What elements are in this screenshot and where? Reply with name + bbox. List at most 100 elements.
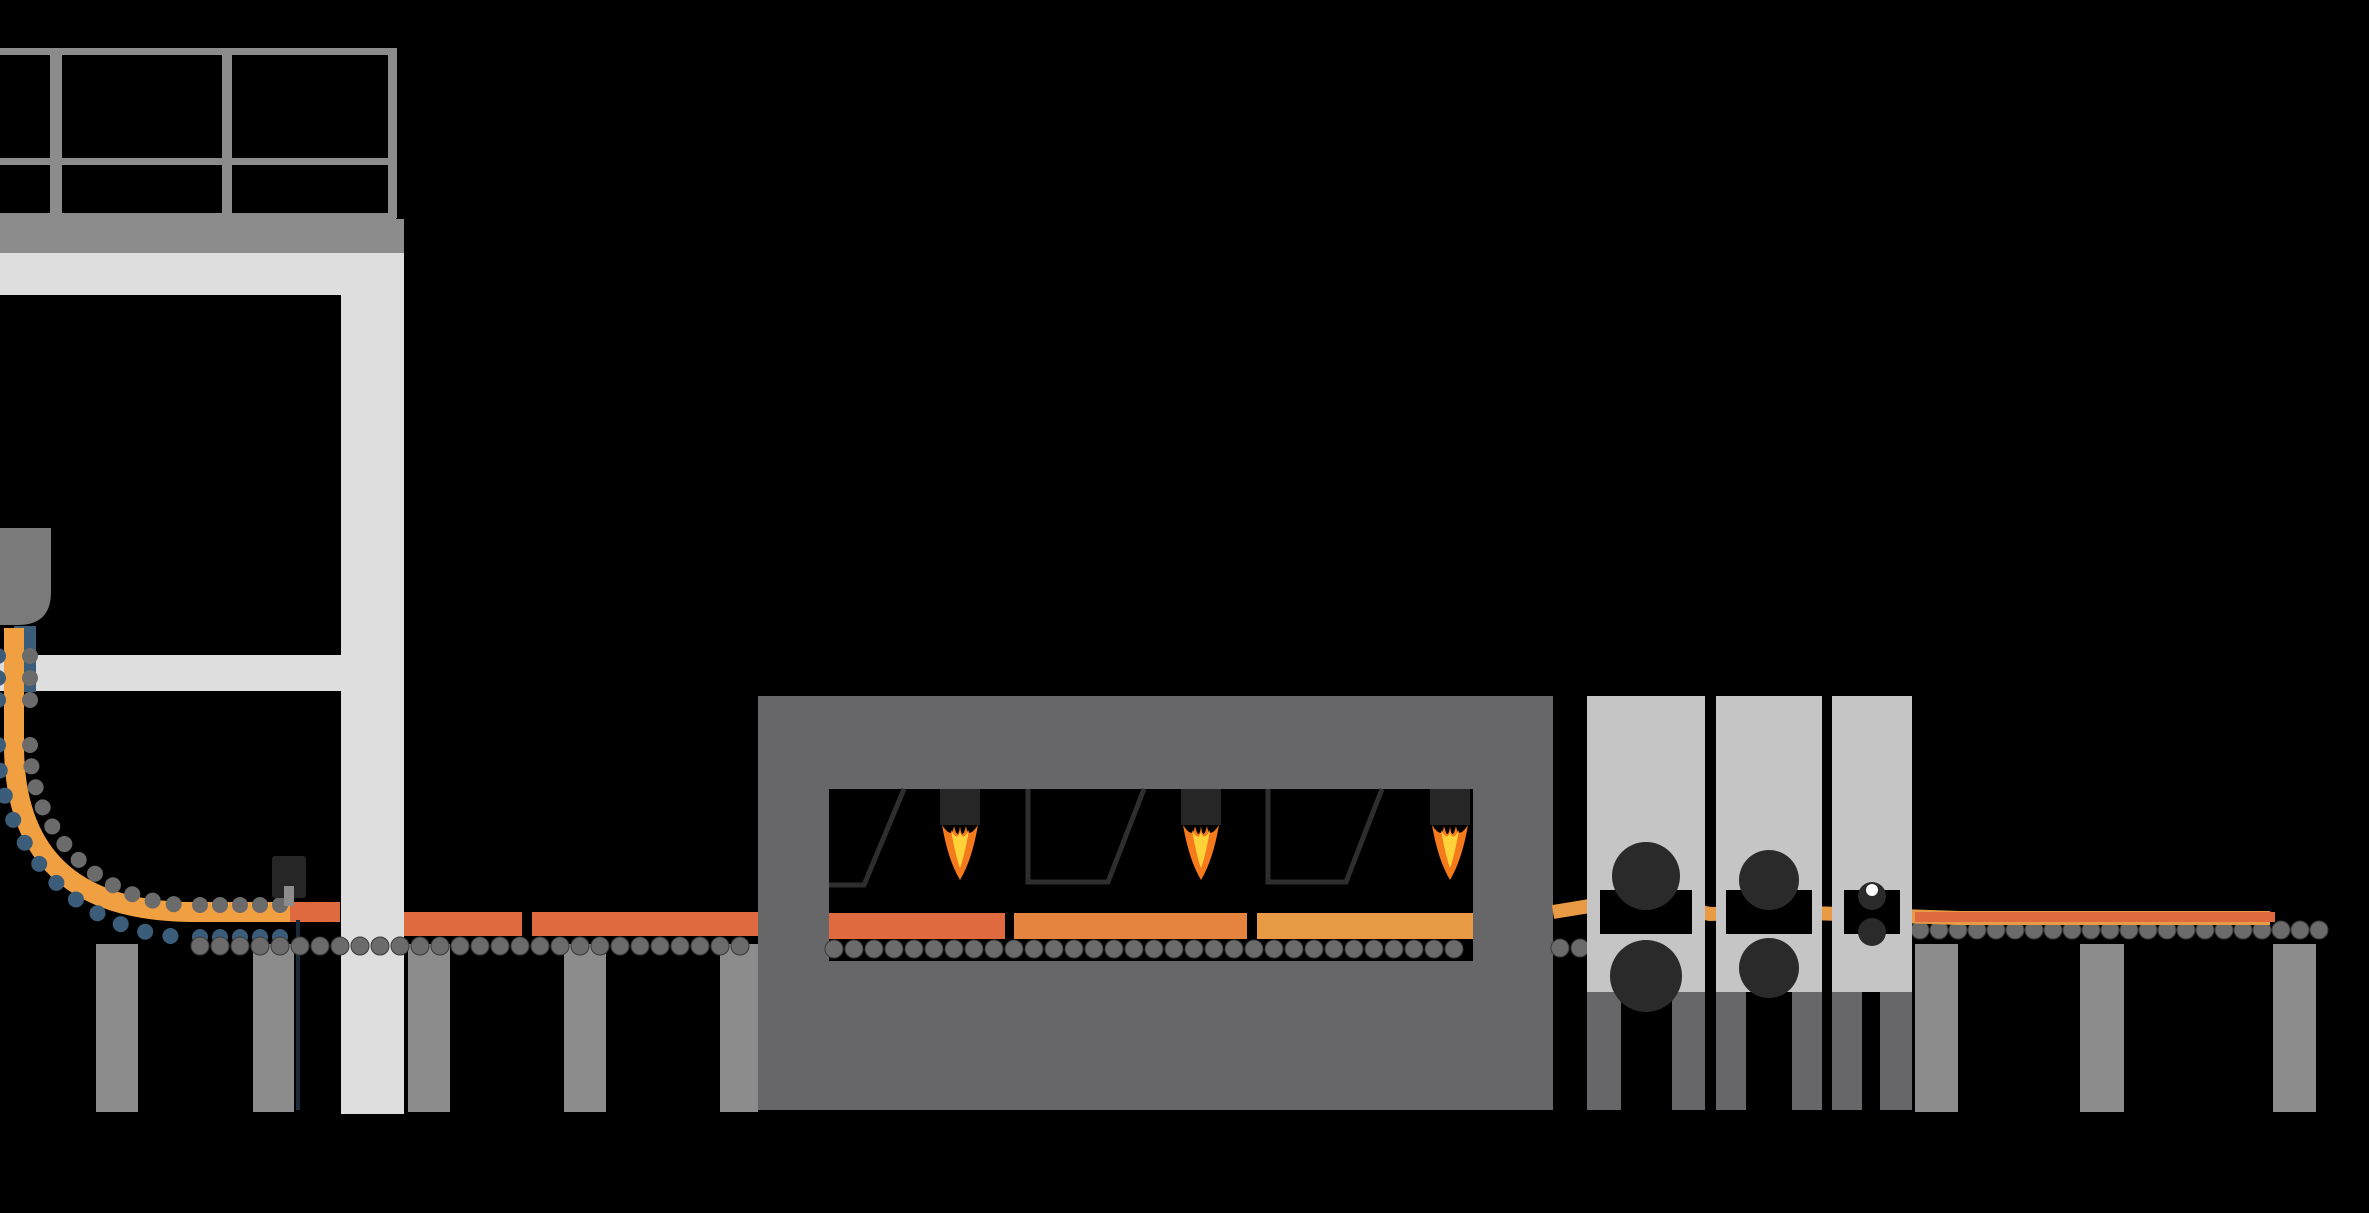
slab-3 [532, 912, 758, 936]
slab-2 [404, 912, 522, 936]
guide-roller-icon [56, 836, 73, 853]
guide-roller-icon [144, 892, 161, 909]
ladle-icon [0, 528, 51, 625]
torch-cutter-icon [272, 856, 306, 1110]
roller-icon [844, 939, 864, 959]
guide-roller-icon [0, 787, 13, 804]
roller-icon [1244, 939, 1264, 959]
burner-icon [940, 789, 980, 825]
roller-icon [350, 936, 370, 956]
roller-icon [650, 936, 670, 956]
tower-beam [0, 655, 404, 691]
guide-roller-icon [22, 692, 38, 708]
guide-roller-icon [0, 692, 6, 708]
table-legs [96, 944, 2316, 1112]
strand-curve [4, 628, 290, 922]
roller-icon [1324, 939, 1344, 959]
guide-roller-icon [192, 897, 208, 913]
roller-icon [270, 936, 290, 956]
roller-icon [1550, 938, 1570, 958]
guide-roller-icon [31, 855, 48, 872]
roller-icon [1424, 939, 1444, 959]
roller-icon [630, 936, 650, 956]
roller-icon [450, 936, 470, 956]
guide-roller-icon [70, 851, 87, 868]
roller-icon [410, 936, 430, 956]
roller-icon [1184, 939, 1204, 959]
roller-icon [430, 936, 450, 956]
stand-2 [1716, 696, 1822, 1110]
guide-roller-icon [23, 758, 40, 775]
roller-icon [1164, 939, 1184, 959]
work-roll-top-icon [1612, 842, 1680, 910]
roller-icon [1044, 939, 1064, 959]
roller-icon [1344, 939, 1364, 959]
work-roll-bottom-icon [1858, 918, 1886, 946]
guide-roller-icon [22, 737, 38, 753]
guide-roller-icon [232, 897, 248, 913]
guide-roller-icon [89, 905, 106, 922]
roller-icon [550, 936, 570, 956]
tower-frame-top [0, 253, 404, 295]
table-leg [96, 944, 138, 1112]
roller-icon [2271, 920, 2291, 940]
cast-strand [0, 628, 340, 1110]
roller-icon [1384, 939, 1404, 959]
caster-tower [0, 48, 404, 1114]
guard-rail [0, 48, 397, 219]
roller-icon [690, 936, 710, 956]
reheating-furnace [758, 696, 1553, 1110]
guide-roller-icon [212, 897, 228, 913]
roller-icon [1264, 939, 1284, 959]
roller-icon [824, 939, 844, 959]
guide-roller-icon [5, 811, 22, 828]
roller-icon [864, 939, 884, 959]
roller-icon [210, 936, 230, 956]
roller-icon [490, 936, 510, 956]
guide-roller-icon [0, 762, 8, 779]
slab-1 [290, 902, 340, 922]
roller-icon [1004, 939, 1024, 959]
guide-roller-icon [165, 896, 182, 913]
roller-icon [904, 939, 924, 959]
table-leg [408, 944, 450, 1112]
transfer-slabs [404, 912, 758, 936]
roller-icon [230, 936, 250, 956]
table-leg [2080, 944, 2124, 1112]
guide-roller-icon [22, 670, 38, 686]
roller-icon [190, 936, 210, 956]
roller-icon [310, 936, 330, 956]
roller-icon [470, 936, 490, 956]
roller-icon [1024, 939, 1044, 959]
roller-icon [1064, 939, 1084, 959]
roller-icon [1444, 939, 1464, 959]
work-roll-bottom-icon [1739, 938, 1799, 998]
finishing-mill [1551, 696, 2270, 1110]
guide-roller-icon [0, 670, 6, 686]
furnace-slabs [829, 913, 1473, 939]
roller-icon [1224, 939, 1244, 959]
burner-1 [940, 789, 980, 880]
strand-rollers [0, 648, 288, 945]
guide-roller-icon [27, 779, 44, 796]
roller-icon [370, 936, 390, 956]
runout-strip [1915, 912, 2275, 922]
burner-icon [1181, 789, 1221, 825]
roller-icon [710, 936, 730, 956]
roller-icon [884, 939, 904, 959]
burner-icon [1430, 789, 1470, 825]
roller-icon [1124, 939, 1144, 959]
roller-icon [1570, 938, 1590, 958]
stand-1 [1587, 696, 1705, 1110]
roller-icon [510, 936, 530, 956]
guide-roller-icon [112, 916, 129, 933]
guide-roller-icon [0, 648, 6, 664]
roller-icon [670, 936, 690, 956]
roller-icon [390, 936, 410, 956]
guide-roller-icon [124, 886, 141, 903]
work-roll-bottom-icon [1610, 940, 1682, 1012]
table-leg [253, 944, 294, 1112]
guide-roller-icon [48, 874, 65, 891]
roller-icon [944, 939, 964, 959]
guide-roller-icon [137, 923, 154, 940]
